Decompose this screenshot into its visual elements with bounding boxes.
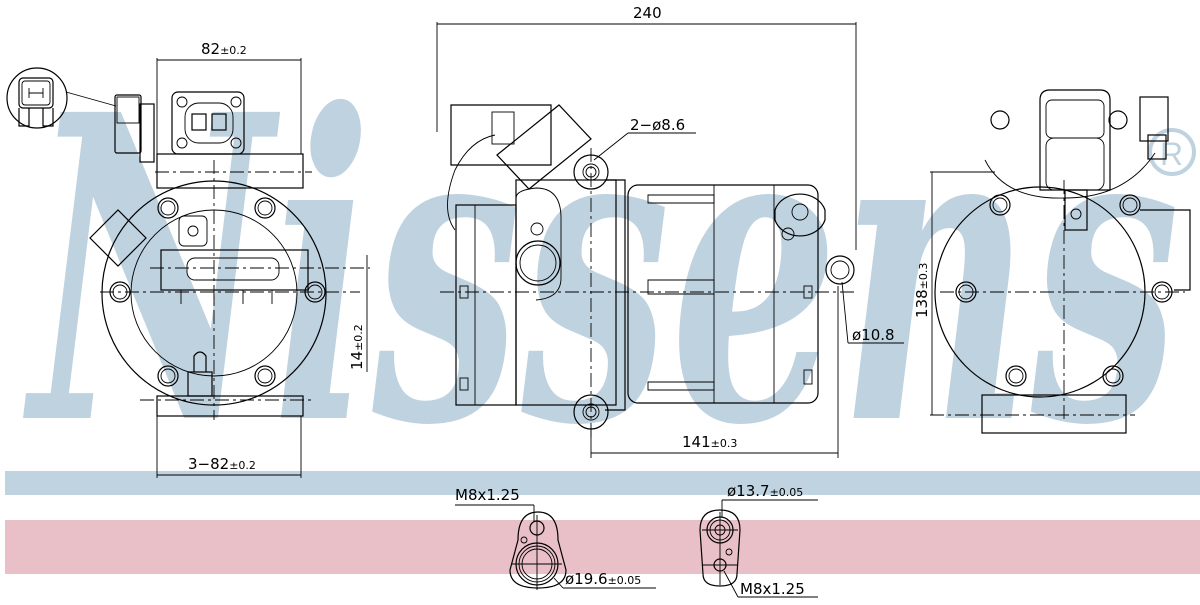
suction-port-detail: M8x1.25 ø19.6±0.05 (455, 486, 656, 590)
pink-band (5, 520, 1200, 574)
front-view: 82±0.2 3−82±0.2 14±0.2 (6, 40, 370, 478)
discharge-thread-label: M8x1.25 (740, 580, 805, 598)
discharge-port-detail: ø13.7±0.05 M8x1.25 (699, 482, 818, 598)
registered-mark-icon (1148, 128, 1196, 176)
dim-overall-length: 240 (633, 4, 662, 22)
suction-thread-label: M8x1.25 (455, 486, 520, 504)
dim-rear-height: 138±0.3 (913, 263, 931, 318)
rear-view: 138±0.3 (913, 89, 1191, 434)
dim-hole-diameter: ø10.8 (852, 326, 895, 344)
dim-mount-holes: 2−ø8.6 (630, 116, 685, 134)
discharge-diameter-label: ø13.7±0.05 (727, 482, 803, 500)
dim-mount-length: 141±0.3 (682, 433, 737, 451)
connector-detail-bubble (6, 67, 68, 129)
dim-front-bottom: 3−82±0.2 (188, 455, 256, 473)
side-view: 240 2− (436, 4, 904, 458)
watermark-brand-text: Nissens (22, 25, 1180, 518)
dim-front-offset: 14±0.2 (348, 324, 366, 370)
dim-front-width: 82±0.2 (201, 40, 247, 58)
suction-diameter-label: ø19.6±0.05 (565, 570, 641, 588)
